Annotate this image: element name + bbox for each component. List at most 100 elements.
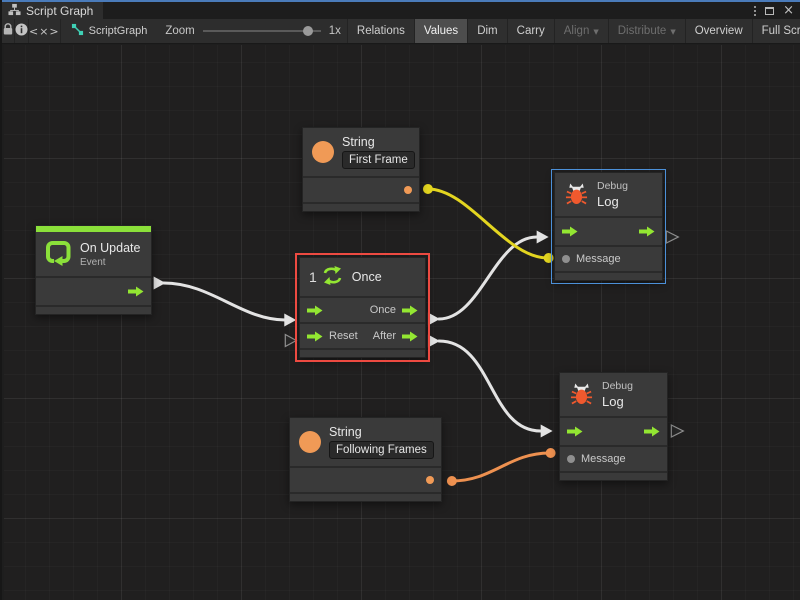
node-footer <box>36 305 151 314</box>
wire-string-to-messagetop[interactable] <box>426 187 550 260</box>
zoom-slider-track[interactable] <box>202 30 321 32</box>
node-footer <box>303 202 419 211</box>
port-label: After <box>372 330 396 342</box>
port-triangle-onupdate-out[interactable] <box>153 276 166 290</box>
node-title: String <box>329 425 362 439</box>
relations-button[interactable]: Relations <box>346 19 414 43</box>
wire-once-to-debugbottom[interactable] <box>437 339 543 433</box>
bug-icon <box>564 182 589 208</box>
node-category: Debug <box>597 180 628 192</box>
info-icon <box>15 23 28 39</box>
port-triangle-once-out2[interactable] <box>427 334 440 348</box>
flow-output-port[interactable] <box>644 426 660 437</box>
node-debug-log-top[interactable]: Debug Log Message <box>551 169 666 284</box>
zoom-slider[interactable] <box>202 24 321 38</box>
flow-input-port-reset[interactable] <box>307 331 323 342</box>
string-literal-icon <box>299 431 321 453</box>
lock-icon <box>2 23 14 39</box>
window-controls: × <box>754 2 800 19</box>
flow-input-port[interactable] <box>567 426 583 437</box>
flow-output-port[interactable] <box>639 226 655 237</box>
port-label: Reset <box>329 330 358 342</box>
port-triangle-debugtop-in[interactable] <box>536 230 549 244</box>
window-menu-icon[interactable] <box>754 5 757 16</box>
carry-button[interactable]: Carry <box>506 19 554 43</box>
node-flow-row-reset: Reset After <box>300 322 425 348</box>
repeat-arrows-icon <box>321 265 344 289</box>
wire-dot-string2-out[interactable] <box>446 476 457 486</box>
wire-dot-messagebottom-in[interactable] <box>545 448 556 458</box>
edit-script-button[interactable]: <×> <box>29 19 61 43</box>
tab-title: Script Graph <box>26 3 94 18</box>
node-footer <box>290 492 441 501</box>
node-port-row <box>290 466 441 492</box>
port-label: Once <box>369 304 396 316</box>
relations-label: Relations <box>356 25 405 37</box>
values-label: Values <box>423 25 459 37</box>
flow-input-port[interactable] <box>307 305 323 316</box>
node-string-first[interactable]: String First Frame <box>302 127 420 212</box>
flow-output-port[interactable] <box>128 286 144 297</box>
wire-string-to-messagebottom[interactable] <box>450 451 552 483</box>
string-value-field[interactable]: Following Frames <box>329 441 434 459</box>
port-label: Message <box>576 253 621 265</box>
port-triangle-debugbottom-in[interactable] <box>540 424 553 438</box>
dim-button[interactable]: Dim <box>467 19 507 43</box>
zoom-slider-handle[interactable] <box>302 26 313 36</box>
node-header: String Following Frames <box>290 418 441 466</box>
zoom-label: Zoom <box>165 25 195 37</box>
zoom-control: Zoom 1x <box>159 19 347 43</box>
port-triangle-debugtop-out-open[interactable] <box>665 230 680 244</box>
wire-layer <box>153 184 685 486</box>
port-triangle-once-reset-open[interactable] <box>284 333 298 348</box>
node-string-following[interactable]: String Following Frames <box>289 417 442 502</box>
lock-button[interactable] <box>2 19 15 43</box>
node-header: 1 Once <box>300 258 425 296</box>
align-button[interactable]: Align▼ <box>553 19 608 43</box>
tab-bar: Script Graph × <box>2 2 800 19</box>
align-label: Align <box>563 25 590 37</box>
flow-output-port-after[interactable] <box>402 331 418 342</box>
node-debug-log-bottom[interactable]: Debug Log Message <box>559 372 668 481</box>
node-on-update[interactable]: On Update Event <box>35 225 152 315</box>
port-triangle-once-in[interactable] <box>284 313 297 327</box>
code-icon: <×> <box>29 24 60 38</box>
node-footer <box>560 471 667 480</box>
wire-dot-string-out[interactable] <box>422 184 433 194</box>
graph-breadcrumb[interactable]: ScriptGraph <box>61 19 160 43</box>
flow-output-port-once[interactable] <box>402 305 418 316</box>
tab-script-graph[interactable]: Script Graph <box>2 2 104 19</box>
wire-dot-messagetop-in[interactable] <box>543 253 554 263</box>
node-title: Log <box>597 194 619 209</box>
node-once[interactable]: 1 Once Once <box>295 253 430 362</box>
message-input-port[interactable] <box>567 455 575 463</box>
zoom-value: 1x <box>328 25 341 37</box>
graph-canvas[interactable]: String First Frame <box>4 45 800 600</box>
message-input-port[interactable] <box>562 255 570 263</box>
node-value-row: Message <box>560 445 667 471</box>
port-triangle-debugbottom-out-open[interactable] <box>670 424 685 438</box>
distribute-button[interactable]: Distribute▼ <box>607 19 685 43</box>
value-output-port[interactable] <box>426 476 434 484</box>
flow-input-port[interactable] <box>562 226 578 237</box>
distribute-label: Distribute <box>617 25 667 37</box>
full-screen-button[interactable]: Full Screen <box>751 19 800 43</box>
window-focus-line <box>2 0 800 2</box>
update-loop-icon <box>45 239 72 269</box>
port-triangle-once-out1[interactable] <box>427 312 440 326</box>
inspect-button[interactable] <box>15 19 29 43</box>
value-output-port[interactable] <box>404 186 412 194</box>
values-button[interactable]: Values <box>413 19 468 43</box>
node-title: String <box>342 135 375 149</box>
close-icon[interactable]: × <box>783 3 794 18</box>
string-value-field[interactable]: First Frame <box>342 151 415 169</box>
wire-once-to-debugtop[interactable] <box>437 235 539 321</box>
overview-button[interactable]: Overview <box>684 19 752 43</box>
node-flow-row-once: Once <box>300 296 425 322</box>
node-title: Once <box>351 270 382 284</box>
graph-hierarchy-icon <box>8 3 21 19</box>
carry-label: Carry <box>516 25 545 37</box>
wire-onupdate-to-once[interactable] <box>162 281 287 322</box>
maximize-icon[interactable] <box>765 6 775 15</box>
